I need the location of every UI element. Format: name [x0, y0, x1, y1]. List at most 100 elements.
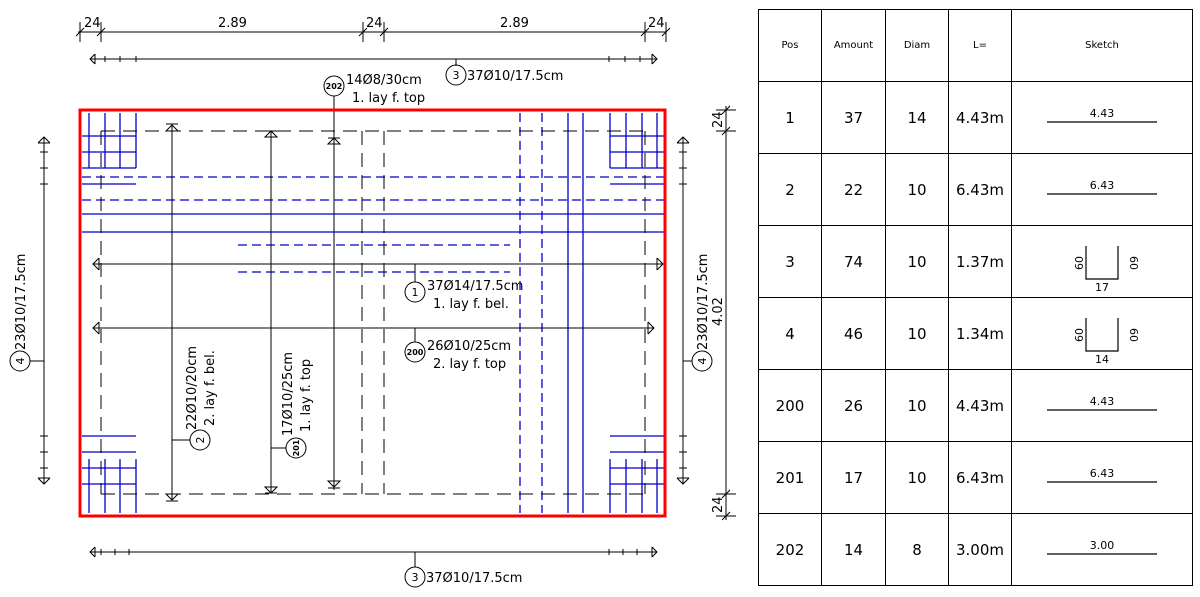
- bar-line-pos2: [164, 123, 211, 502]
- cell-length: 6.43m: [948, 153, 1012, 226]
- cell-amount: 14: [821, 513, 886, 586]
- cell-diam: 8: [885, 513, 949, 586]
- dim-top-edge-right: 24: [648, 16, 665, 31]
- cell-amount: 74: [821, 225, 886, 298]
- cell-pos: 1: [758, 81, 822, 154]
- slab-outline: [78, 108, 667, 518]
- bar-label-pos1: 37Ø14/17.5cm: [427, 279, 523, 294]
- bar-label-pos3-top: 37Ø10/17.5cm: [467, 69, 563, 84]
- pos-marker-4-left: 4: [14, 358, 27, 365]
- cell-pos: 200: [758, 369, 822, 442]
- dim-right-overall: 4.02: [711, 297, 726, 326]
- bar-line-pos3-bottom: [89, 546, 658, 588]
- bar-layer-pos2: 2. lay f. bel.: [203, 350, 218, 426]
- sketch-left-leg-label: 60: [1073, 328, 1086, 342]
- bar-layer-pos202: 1. lay f. top: [352, 91, 425, 106]
- cell-diam: 14: [885, 81, 949, 154]
- cell-amount: 46: [821, 297, 886, 370]
- dim-top-span-left: 2.89: [218, 16, 247, 31]
- dim-top-span-right: 2.89: [500, 16, 529, 31]
- right-dimension-chain: [716, 105, 736, 521]
- top-dimension-chain: [75, 22, 671, 42]
- bar-shape-sketch: 4.43: [1047, 395, 1157, 411]
- bar-layer-pos200: 2. lay f. top: [433, 357, 506, 372]
- sketch-bottom-label: 17: [1095, 281, 1109, 292]
- bar-label-pos2: 22Ø10/20cm: [185, 346, 200, 430]
- header-amount: Amount: [821, 9, 886, 82]
- dim-top-middle: 24: [366, 16, 383, 31]
- header-pos: Pos: [758, 9, 822, 82]
- bar-line-pos3-top: [89, 53, 658, 86]
- sketch-length-label: 4.43: [1090, 107, 1115, 120]
- bar-line-pos1: [92, 257, 664, 303]
- pos-marker-2: 2: [194, 437, 207, 444]
- header-length: L=: [948, 9, 1012, 82]
- bar-line-pos202: [323, 75, 345, 490]
- sketch-length-label: 6.43: [1090, 179, 1115, 192]
- sketch-left-leg-label: 60: [1073, 256, 1086, 270]
- sketch-length-label: 4.43: [1090, 395, 1115, 408]
- bar-label-pos4-left: 23Ø10/17.5cm: [14, 254, 29, 350]
- sketch-length-label: 6.43: [1090, 467, 1115, 480]
- cell-length: 4.43m: [948, 81, 1012, 154]
- bar-label-pos200: 26Ø10/25cm: [427, 339, 511, 354]
- cell-pos: 3: [758, 225, 822, 298]
- bar-layer-pos201: 1. lay f. top: [299, 359, 314, 432]
- cell-diam: 10: [885, 297, 949, 370]
- dim-right-edge-bottom: 24: [711, 496, 726, 513]
- cell-amount: 17: [821, 441, 886, 514]
- bar-shape-sketch: 6.43: [1047, 179, 1157, 195]
- cell-sketch: 3.00: [1011, 513, 1193, 586]
- u-bar-shape: [1085, 245, 1119, 280]
- sketch-bottom-label: 14: [1095, 353, 1109, 364]
- cell-pos: 2: [758, 153, 822, 226]
- corner-mesh-top-right: [609, 113, 664, 185]
- cell-diam: 10: [885, 153, 949, 226]
- cell-sketch: 4.43: [1011, 81, 1193, 154]
- bar-label-pos202: 14Ø8/30cm: [346, 73, 422, 88]
- cell-pos: 202: [758, 513, 822, 586]
- cell-length: 6.43m: [948, 441, 1012, 514]
- schedule-header-row: Pos Amount Diam L= Sketch: [758, 9, 1193, 82]
- cell-length: 1.34m: [948, 297, 1012, 370]
- cell-sketch: 4.43: [1011, 369, 1193, 442]
- bar-label-pos4-right: 23Ø10/17.5cm: [696, 254, 711, 350]
- bar-line-pos200: [92, 321, 655, 363]
- pos-marker-201: 201: [292, 439, 301, 456]
- cell-length: 3.00m: [948, 513, 1012, 586]
- corner-mesh-top-left: [82, 113, 137, 185]
- cell-amount: 26: [821, 369, 886, 442]
- support-lines: [100, 130, 646, 495]
- cell-amount: 22: [821, 153, 886, 226]
- cell-length: 1.37m: [948, 225, 1012, 298]
- cell-sketch: 6.43: [1011, 441, 1193, 514]
- corner-mesh-bottom-left: [82, 435, 137, 513]
- u-bar-shape: [1085, 317, 1119, 352]
- bar-line-pos4-right: [676, 136, 713, 485]
- cell-pos: 4: [758, 297, 822, 370]
- reinforcement-bars: [82, 113, 664, 513]
- bar-shape-sketch: 4.43: [1047, 107, 1157, 123]
- bar-line-pos201: [263, 130, 307, 494]
- cell-amount: 37: [821, 81, 886, 154]
- pos-marker-1: 1: [412, 286, 419, 299]
- bar-layer-pos1: 1. lay f. bel.: [433, 297, 509, 312]
- pos-marker-202: 202: [326, 82, 343, 91]
- bar-line-pos4-left: [9, 136, 51, 485]
- sketch-length-label: 3.00: [1090, 539, 1115, 552]
- cell-diam: 10: [885, 441, 949, 514]
- cell-length: 4.43m: [948, 369, 1012, 442]
- dim-right-edge-top: 24: [711, 111, 726, 128]
